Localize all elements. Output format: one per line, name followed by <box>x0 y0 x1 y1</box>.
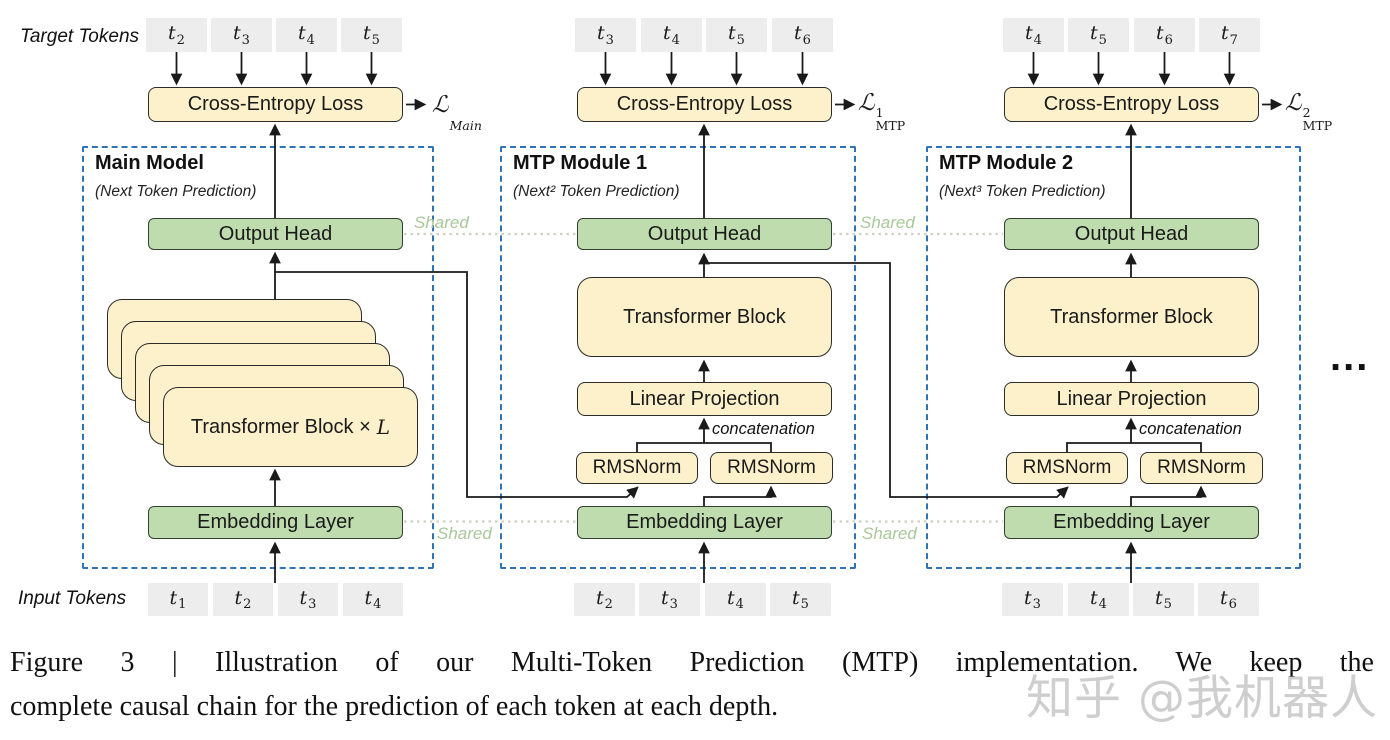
shared-label: Shared <box>860 213 915 232</box>
input-token: t1 <box>148 583 208 616</box>
mtp2-linear-projection: Linear Projection <box>1004 382 1259 416</box>
mtp2-cross-entropy-loss: Cross-Entropy Loss <box>1004 87 1259 122</box>
caption-line-2: complete causal chain for the prediction… <box>10 691 779 722</box>
target-token: t4 <box>276 18 337 52</box>
target-token: t2 <box>146 18 207 52</box>
mtp2-rmsnorm-right: RMSNorm <box>1140 452 1263 484</box>
zhihu-watermark: 知乎 @我机器人 <box>1026 671 1378 726</box>
mtp-module-1-subtitle: (Next² Token Prediction) <box>513 183 680 200</box>
shared-label: Shared <box>414 213 469 232</box>
mtp-module-1-frame <box>500 146 856 569</box>
input-token: t5 <box>770 583 831 616</box>
shared-label: Shared <box>862 524 917 543</box>
target-token: t7 <box>1199 18 1260 52</box>
input-token: t2 <box>574 583 635 616</box>
concatenation-label: concatenation <box>1139 420 1242 438</box>
input-token: t4 <box>343 583 403 616</box>
target-token: t5 <box>1068 18 1129 52</box>
mtp-module-2-subtitle: (Next³ Token Prediction) <box>939 183 1106 200</box>
mtp2-transformer-block: Transformer Block <box>1004 277 1259 357</box>
target-token: t6 <box>1134 18 1195 52</box>
target-token: t5 <box>341 18 402 52</box>
main-cross-entropy-loss: Cross-Entropy Loss <box>148 87 403 122</box>
mtp1-rmsnorm-left: RMSNorm <box>576 452 698 484</box>
shared-label: Shared <box>437 524 492 543</box>
target-tokens-label: Target Tokens <box>20 26 140 47</box>
target-token: t3 <box>575 18 636 52</box>
input-token: t3 <box>639 583 700 616</box>
input-token: t3 <box>1002 583 1063 616</box>
transformer-stack-front: Transformer Block ×L <box>163 387 418 467</box>
caption-line-1: Figure 3 | Illustration of our Multi-Tok… <box>10 647 1374 678</box>
mtp1-linear-projection: Linear Projection <box>577 382 832 416</box>
concatenation-label: concatenation <box>712 420 815 438</box>
input-token: t3 <box>278 583 338 616</box>
mtp-module-2-frame <box>926 146 1301 569</box>
mtp1-transformer-block: Transformer Block <box>577 277 832 357</box>
input-tokens-label: Input Tokens <box>18 588 127 609</box>
main-model-subtitle: (Next Token Prediction) <box>95 183 257 200</box>
mtp-module-1-title: MTP Module 1 <box>513 152 648 174</box>
mtp2-embedding-layer: Embedding Layer <box>1004 506 1259 539</box>
mtp-module-2-title: MTP Module 2 <box>939 152 1074 174</box>
mtp2-output-head: Output Head <box>1004 218 1259 250</box>
target-token: t4 <box>1003 18 1064 52</box>
input-token: t6 <box>1198 583 1259 616</box>
mtp1-embedding-layer: Embedding Layer <box>577 506 832 539</box>
mtp1-output-head: Output Head <box>577 218 832 250</box>
more-modules-ellipsis: ... <box>1330 335 1370 379</box>
figure-caption: Figure 3 | Illustration of our Multi-Tok… <box>10 641 1374 729</box>
main-model-frame <box>82 146 434 569</box>
target-token: t4 <box>641 18 702 52</box>
main-model-title: Main Model <box>95 152 204 174</box>
main-output-head: Output Head <box>148 218 403 250</box>
main-embedding-layer: Embedding Layer <box>148 506 403 539</box>
input-token: t2 <box>213 583 273 616</box>
mtp2-rmsnorm-left: RMSNorm <box>1006 452 1128 484</box>
mtp1-rmsnorm-right: RMSNorm <box>710 452 833 484</box>
target-token: t6 <box>772 18 833 52</box>
input-token: t5 <box>1133 583 1194 616</box>
mtp1-cross-entropy-loss: Cross-Entropy Loss <box>577 87 832 122</box>
target-token: t3 <box>211 18 272 52</box>
input-token: t4 <box>705 583 766 616</box>
input-token: t4 <box>1068 583 1129 616</box>
target-token: t5 <box>706 18 767 52</box>
